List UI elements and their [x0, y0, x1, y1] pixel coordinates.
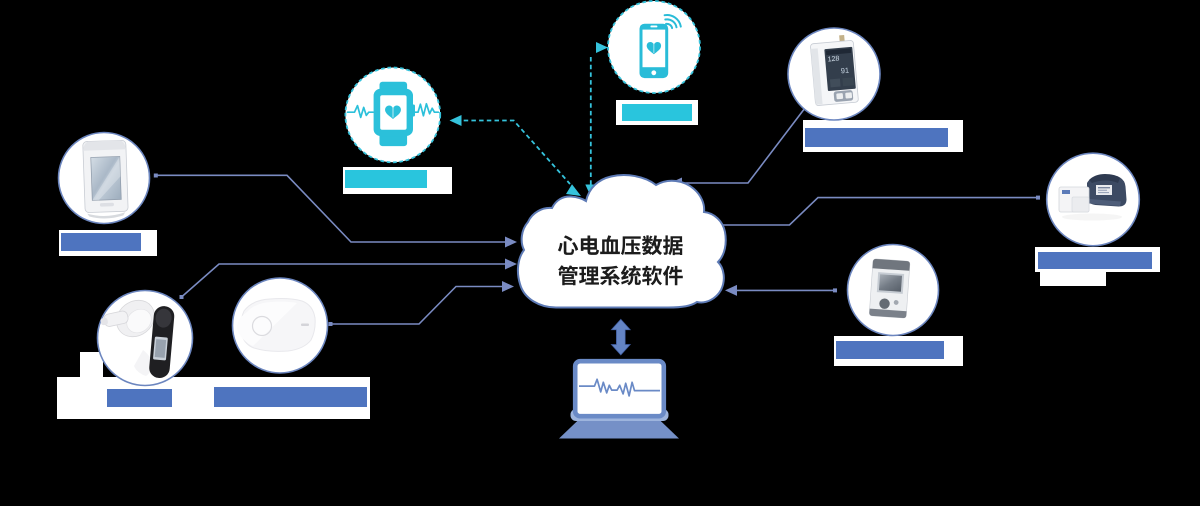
svg-text:128: 128: [827, 55, 839, 63]
svg-text:91: 91: [840, 66, 849, 76]
